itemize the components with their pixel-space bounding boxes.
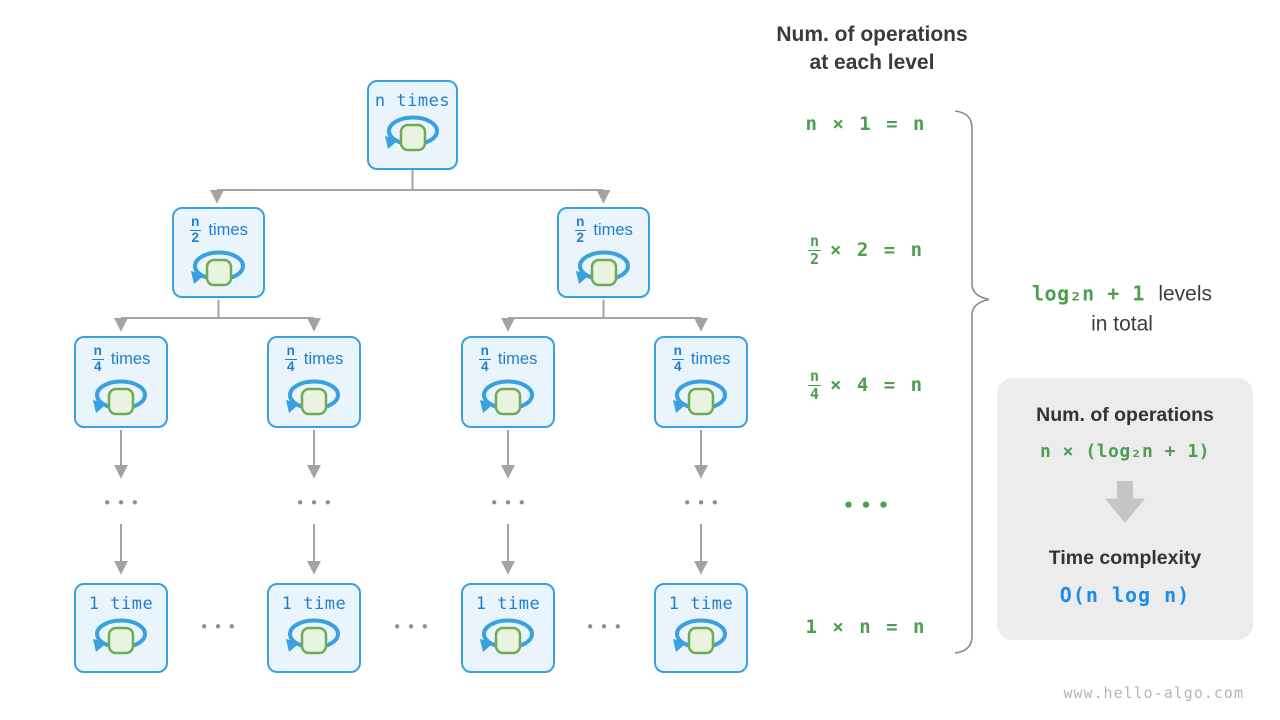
tree-node-root: n times <box>367 80 458 170</box>
tree-edges <box>114 170 708 575</box>
node-label: n 4 times <box>672 343 731 374</box>
summary-title-operations: Num. of operations <box>1036 404 1214 426</box>
loop-icon <box>480 379 534 415</box>
node-label: n 2 times <box>189 214 248 245</box>
loop-icon <box>384 115 439 152</box>
levels-formula: log₂n + 1 <box>1031 281 1145 306</box>
tree-node-leaf-1: 1 time <box>74 583 168 673</box>
down-arrow-icon <box>1105 481 1145 523</box>
node-label: 1 time <box>281 594 347 614</box>
node-label: n 4 times <box>92 343 151 374</box>
tree-node-leaf-2: 1 time <box>267 583 361 673</box>
tree-node-leaf-3: 1 time <box>461 583 555 673</box>
loop-icon <box>286 618 340 655</box>
watermark: www.hello-algo.com <box>1063 684 1244 702</box>
equation-level2: n 2 × 2 = n <box>807 232 925 268</box>
fraction: n 4 <box>285 343 297 374</box>
ellipsis-dots: ••• <box>102 494 145 512</box>
levels-label-line2: in total <box>1091 313 1153 336</box>
tree-node-quarter-3: n 4 times <box>461 336 555 428</box>
tree-node-half-left: n 2 times <box>172 207 265 298</box>
tree-node-leaf-4: 1 time <box>654 583 748 673</box>
node-label: 1 time <box>668 594 734 614</box>
summary-box: Num. of operations n × (log₂n + 1) Time … <box>997 378 1253 640</box>
summary-formula-complexity: O(n log n) <box>1059 583 1191 607</box>
ellipsis-dots: ••• <box>295 494 338 512</box>
loop-icon <box>673 379 727 415</box>
node-label: 1 time <box>88 594 154 614</box>
equation-leaf: 1 × n = n <box>805 616 927 638</box>
fraction: n 2 <box>189 214 202 245</box>
equation-level3: n 4 × 4 = n <box>807 367 925 403</box>
levels-label: log₂n + 1 levels in total <box>1032 280 1212 341</box>
levels-label-line1: log₂n + 1 levels <box>1031 281 1213 306</box>
tree-node-half-right: n 2 times <box>557 207 650 298</box>
tree-node-quarter-4: n 4 times <box>654 336 748 428</box>
node-label: n times <box>374 91 451 111</box>
tree-node-quarter-2: n 4 times <box>267 336 361 428</box>
node-label: n 2 times <box>574 214 633 245</box>
loop-icon <box>673 618 727 655</box>
node-label: n 4 times <box>285 343 344 374</box>
operations-header-line2: at each level <box>809 51 935 75</box>
operations-header-line1: Num. of operations <box>776 23 968 46</box>
fraction: n 4 <box>672 343 684 374</box>
loop-icon <box>575 250 630 286</box>
ellipsis-dots: ••• <box>392 618 435 636</box>
equation-ellipsis: ••• <box>842 495 896 517</box>
loop-icon <box>93 618 147 655</box>
loop-icon <box>480 618 534 655</box>
fraction: n 4 <box>479 343 491 374</box>
fraction: n 4 <box>807 367 821 403</box>
summary-formula-operations: n × (log₂n + 1) <box>1039 441 1211 462</box>
summary-title-complexity: Time complexity <box>1048 547 1202 569</box>
ellipsis-dots: ••• <box>682 494 725 512</box>
operations-header: Num. of operations at each level <box>776 21 967 78</box>
ellipsis-dots: ••• <box>585 618 628 636</box>
tree-node-quarter-1: n 4 times <box>74 336 168 428</box>
fraction: n 4 <box>92 343 104 374</box>
fraction: n 2 <box>807 232 821 268</box>
fraction: n 2 <box>574 214 587 245</box>
loop-icon <box>286 379 340 415</box>
loop-icon <box>93 379 147 415</box>
levels-brace <box>954 110 990 654</box>
ellipsis-dots: ••• <box>199 618 242 636</box>
loop-icon <box>190 250 245 286</box>
ellipsis-dots: ••• <box>489 494 532 512</box>
node-label: 1 time <box>475 594 541 614</box>
equation-level1: n × 1 = n <box>805 113 927 135</box>
node-label: n 4 times <box>479 343 538 374</box>
